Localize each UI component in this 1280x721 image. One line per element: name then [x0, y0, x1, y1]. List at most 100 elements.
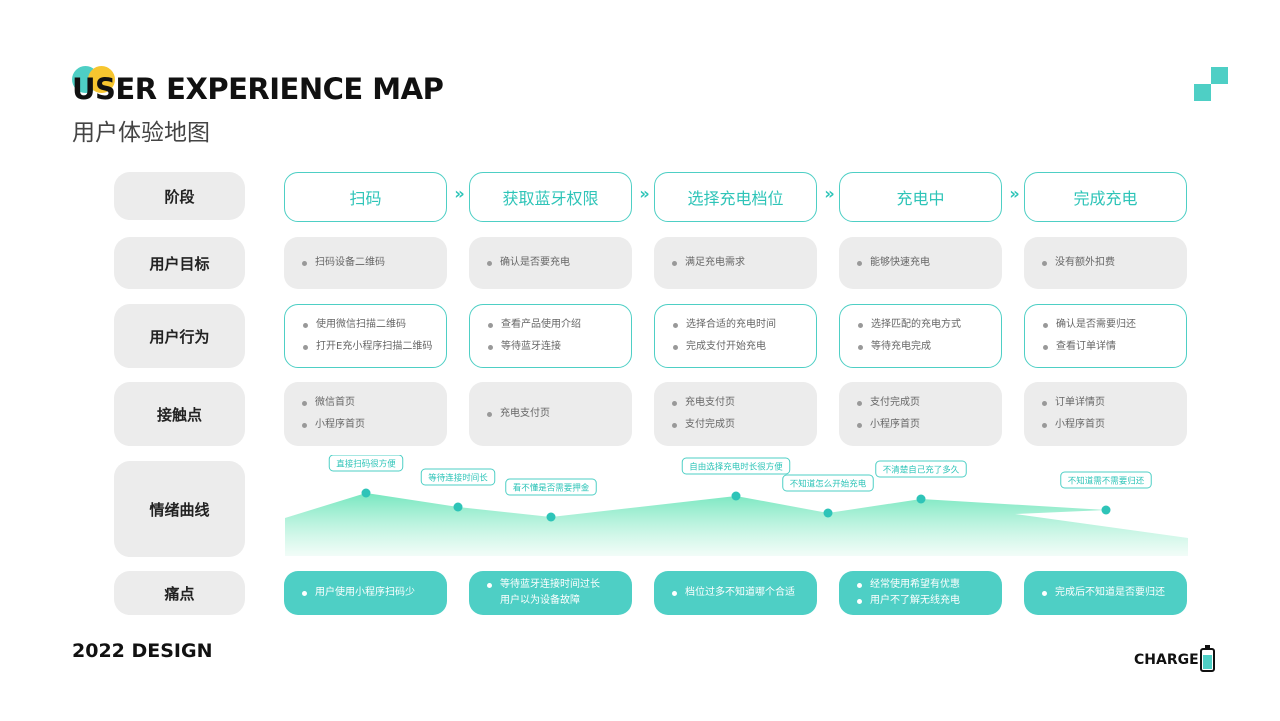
list-item: 小程序首页 — [857, 418, 1002, 432]
bullet-icon — [303, 344, 308, 350]
bullet-icon — [673, 344, 678, 350]
bullet-icon — [1043, 322, 1048, 328]
list-item: 充电支付页 — [672, 396, 817, 410]
row-label-pain: 痛点 — [114, 571, 245, 615]
stage-scan: 扫码 — [284, 172, 447, 222]
list-item: 等待蓝牙连接时间过长 — [487, 578, 632, 592]
list-item: 查看产品使用介绍 — [488, 318, 631, 332]
list-item: 用户使用小程序扫码少 — [302, 586, 447, 600]
list-item: 查看订单详情 — [1043, 340, 1186, 354]
emotion-label-bubble — [782, 474, 874, 492]
emotion-area — [285, 493, 1188, 556]
list-item: 选择合适的充电时间 — [673, 318, 816, 332]
touchpoint-cell: 订单详情页 小程序首页 — [1024, 382, 1187, 446]
row-label-emotion: 情绪曲线 — [114, 461, 245, 557]
page-subtitle: 用户体验地图 — [72, 120, 210, 146]
stage-charging: 充电中 — [839, 172, 1002, 222]
emotion-label: 等待连接时间长 — [428, 473, 488, 484]
pain-cell: 经常使用希望有优惠 用户不了解无线充电 — [839, 571, 1002, 615]
list-item: 支付完成页 — [672, 418, 817, 432]
action-cell: 使用微信扫描二维码 打开E充小程序扫描二维码 — [284, 304, 447, 368]
list-item: 等待充电完成 — [858, 340, 1001, 354]
emotion-label-bubble — [1060, 471, 1152, 489]
goal-cell: 能够快速充电 — [839, 237, 1002, 289]
bullet-icon — [857, 422, 862, 428]
list-item: 选择匹配的充电方式 — [858, 318, 1001, 332]
bullet-icon — [672, 260, 677, 266]
stage-bluetooth: 获取蓝牙权限 — [469, 172, 632, 222]
action-cell: 查看产品使用介绍 等待蓝牙连接 — [469, 304, 632, 368]
list-item: 完成后不知道是否要归还 — [1042, 586, 1187, 600]
bullet-icon — [857, 400, 862, 406]
chevron-right-icon: » — [639, 184, 649, 203]
chevron-right-icon: » — [824, 184, 834, 203]
battery-icon — [1200, 645, 1215, 672]
bullet-icon — [858, 322, 863, 328]
pain-cell: 档位过多不知道哪个合适 — [654, 571, 817, 615]
bullet-icon — [488, 322, 493, 328]
bullet-icon — [672, 590, 677, 596]
pain-cell: 等待蓝牙连接时间过长 用户以为设备故障 — [469, 571, 632, 615]
chevron-right-icon: » — [454, 184, 464, 203]
bullet-icon — [858, 344, 863, 350]
emotion-label: 不清楚自己充了多久 — [883, 465, 960, 476]
emotion-point — [361, 488, 371, 498]
list-item: 打开E充小程序扫描二维码 — [303, 340, 446, 354]
list-item: 扫码设备二维码 — [302, 256, 447, 270]
bullet-icon — [1043, 344, 1048, 350]
pain-cell: 完成后不知道是否要归还 — [1024, 571, 1187, 615]
corner-squares-icon — [1194, 67, 1228, 101]
row-label-action: 用户行为 — [114, 304, 245, 368]
list-item: 小程序首页 — [1042, 418, 1187, 432]
action-cell: 选择合适的充电时间 完成支付开始充电 — [654, 304, 817, 368]
emotion-label-bubble — [328, 455, 404, 472]
footer-design-label: 2022 DESIGN — [72, 640, 213, 662]
bullet-icon — [487, 411, 492, 417]
corner-square — [1211, 67, 1228, 84]
touchpoint-cell: 充电支付页 支付完成页 — [654, 382, 817, 446]
list-item: 确认是否要充电 — [487, 256, 632, 270]
emotion-label-bubble — [420, 468, 496, 486]
emotion-label: 看不懂是否需要押金 — [513, 483, 590, 494]
emotion-point — [823, 508, 833, 518]
action-cell: 确认是否需要归还 查看订单详情 — [1024, 304, 1187, 368]
list-item: 完成支付开始充电 — [673, 340, 816, 354]
emotion-label-bubble — [875, 460, 967, 478]
list-item: 用户不了解无线充电 — [857, 594, 1002, 608]
touchpoint-cell: 充电支付页 — [469, 382, 632, 446]
emotion-label-bubble — [505, 478, 597, 496]
list-item: 没有额外扣费 — [1042, 256, 1187, 270]
bullet-icon — [487, 582, 492, 588]
bullet-icon — [302, 590, 307, 596]
pain-cell: 用户使用小程序扫码少 — [284, 571, 447, 615]
bullet-icon — [673, 322, 678, 328]
list-item: 能够快速充电 — [857, 256, 1002, 270]
emotion-point — [731, 491, 741, 501]
row-label-goal: 用户目标 — [114, 237, 245, 289]
bullet-icon — [302, 260, 307, 266]
goal-cell: 没有额外扣费 — [1024, 237, 1187, 289]
bullet-icon — [672, 400, 677, 406]
stage-complete: 完成充电 — [1024, 172, 1187, 222]
page-title: USER EXPERIENCE MAP — [72, 72, 444, 106]
list-item: 经常使用希望有优惠 — [857, 578, 1002, 592]
emotion-label: 直接扫码很方便 — [336, 459, 396, 470]
list-item: 等待蓝牙连接 — [488, 340, 631, 354]
bullet-icon — [672, 422, 677, 428]
row-label-touchpoint: 接触点 — [114, 382, 245, 446]
bullet-icon — [857, 260, 862, 266]
list-item: 订单详情页 — [1042, 396, 1187, 410]
bullet-icon — [857, 582, 862, 588]
list-item: 使用微信扫描二维码 — [303, 318, 446, 332]
list-item: 用户以为设备故障 — [500, 595, 580, 606]
touchpoint-cell: 支付完成页 小程序首页 — [839, 382, 1002, 446]
list-item: 微信首页 — [302, 396, 447, 410]
emotion-point — [546, 512, 556, 522]
bullet-icon — [487, 260, 492, 266]
list-item: 支付完成页 — [857, 396, 1002, 410]
emotion-label-bubble — [681, 457, 791, 475]
bullet-icon — [303, 322, 308, 328]
list-item: 小程序首页 — [302, 418, 447, 432]
row-label-stage: 阶段 — [114, 172, 245, 220]
emotion-point — [1101, 505, 1111, 515]
